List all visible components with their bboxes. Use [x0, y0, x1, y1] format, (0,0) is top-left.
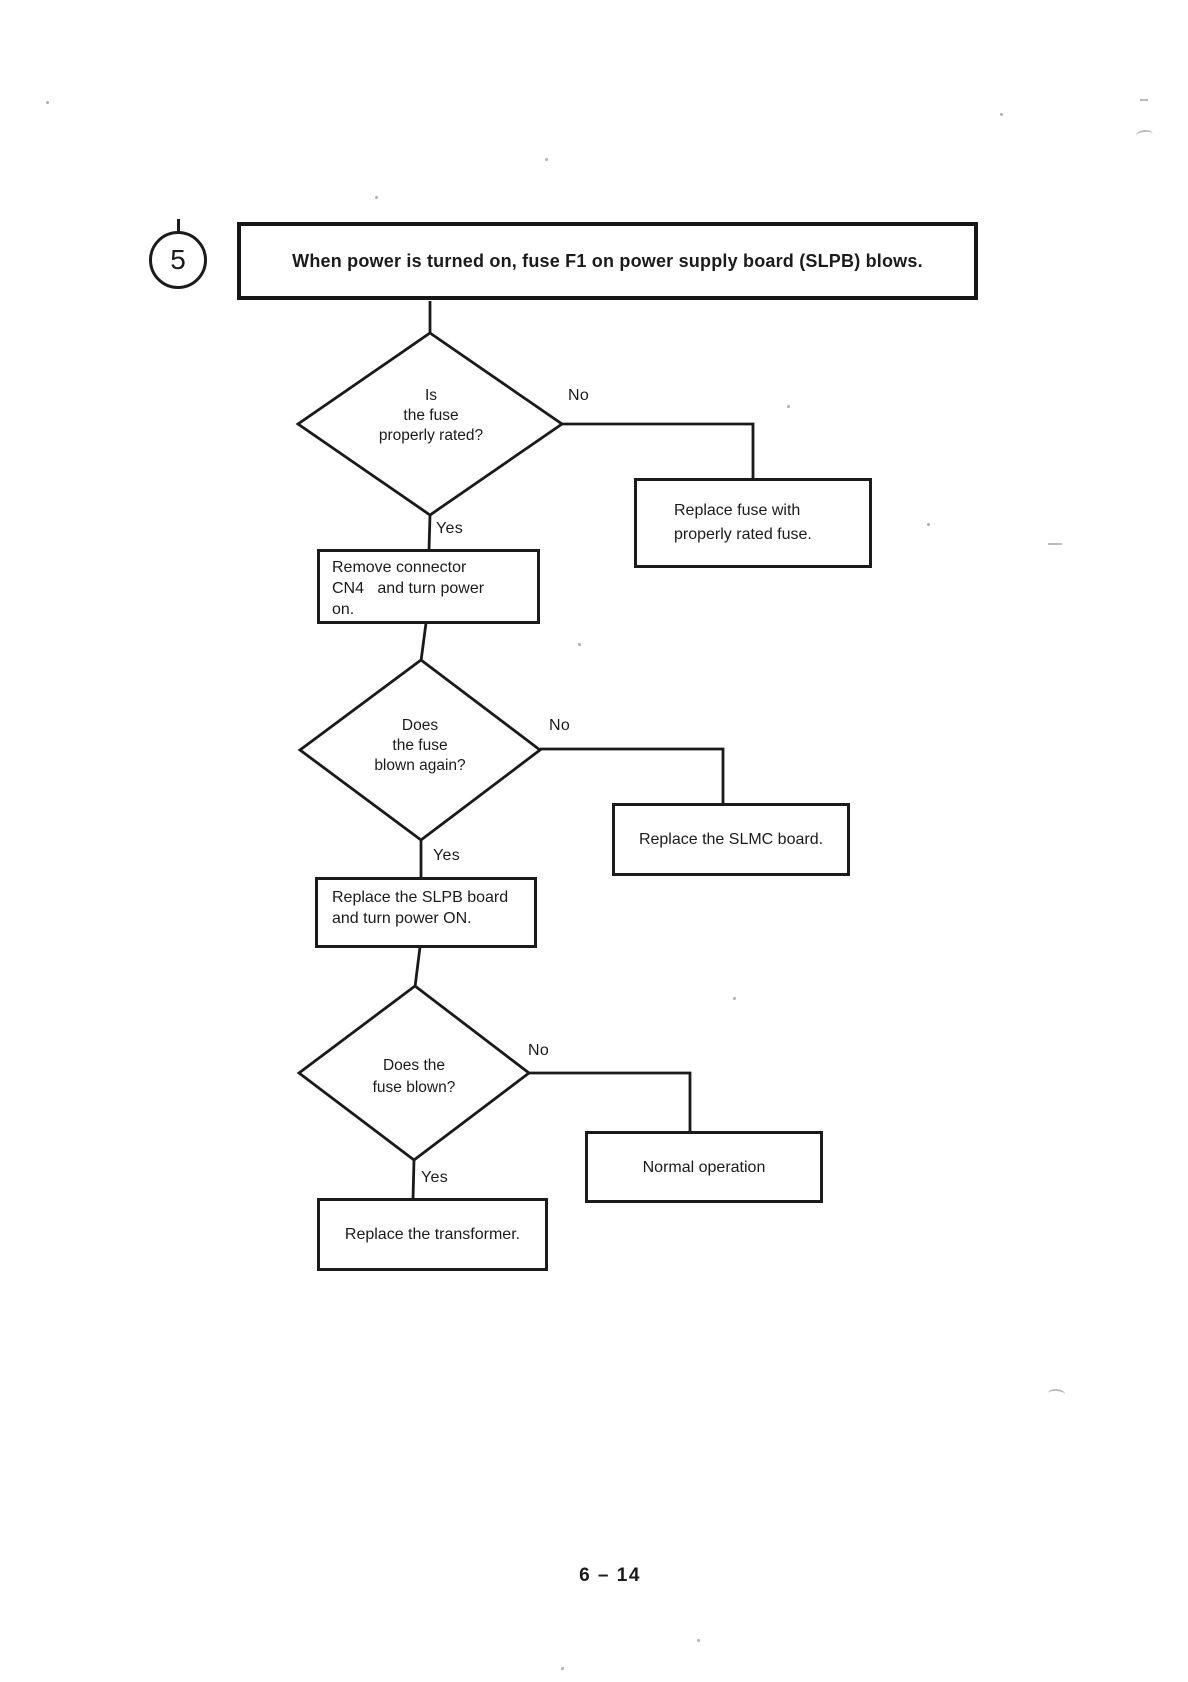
scan-speck [1000, 113, 1003, 116]
process-line: CN4 and turn power [332, 580, 485, 597]
label-no-d3: No [528, 1042, 550, 1059]
action-box-normal-operation: Normal operation [585, 1131, 823, 1203]
decision-text-fuse-rated: Is the fuse properly rated? [316, 386, 546, 446]
scan-speck [787, 405, 790, 408]
decision-line: properly rated? [378, 427, 484, 444]
decision-line: the fuse [392, 737, 448, 754]
scan-speck [561, 1667, 564, 1670]
process-box-replace-transformer: Replace the transformer. [317, 1198, 548, 1271]
scan-speck [46, 101, 49, 104]
process-box-remove-cn4: Remove connector CN4 and turn power on. [317, 549, 540, 624]
label-no-d2: No [549, 717, 571, 734]
problem-statement-text: When power is turned on, fuse F1 on powe… [292, 250, 923, 271]
scan-dash-mark [1048, 543, 1062, 545]
problem-statement-box: When power is turned on, fuse F1 on powe… [237, 222, 978, 300]
connector-d3-no [529, 1071, 692, 1132]
step-circle-tick [177, 219, 180, 233]
action-box-replace-slmc: Replace the SLMC board. [612, 803, 850, 876]
action-box-replace-fuse: Replace fuse with properly rated fuse. [634, 478, 872, 568]
connector-d3-yes [411, 1159, 416, 1200]
scan-speck [927, 523, 930, 526]
process-line: Remove connector [332, 559, 467, 576]
process-box-replace-slpb: Replace the SLPB board and turn power ON… [315, 877, 537, 948]
page-number: 6 – 14 [579, 1565, 641, 1586]
label-yes-d1: Yes [436, 520, 464, 537]
action-line: properly rated fuse. [674, 526, 812, 543]
action-line: Replace the SLMC board. [638, 831, 824, 848]
connector-slpb-to-d3 [413, 946, 422, 988]
decision-text-fuse-blown: Does the fuse blown? [299, 1055, 529, 1099]
action-line: Normal operation [642, 1158, 766, 1176]
connector-cn4-to-d2 [419, 622, 428, 662]
scan-speck [578, 643, 581, 646]
decision-text-fuse-blown-again: Does the fuse blown again? [305, 716, 535, 776]
decision-line: Does [401, 717, 439, 734]
step-number: 5 [170, 244, 186, 275]
process-line: and turn power ON. [332, 910, 472, 927]
scan-dash-mark [1140, 99, 1148, 101]
label-yes-d3: Yes [421, 1169, 449, 1186]
decision-line: fuse blown? [372, 1079, 456, 1096]
process-line: Replace the transformer. [344, 1226, 521, 1243]
scan-speck [545, 158, 548, 161]
process-line: Replace the SLPB board [332, 889, 509, 906]
connector-d2-no [540, 747, 725, 804]
connector-d1-no [562, 422, 755, 479]
step-number-badge: 5 [149, 231, 207, 289]
decision-line: blown again? [374, 757, 466, 774]
process-line: on. [332, 601, 355, 618]
decision-line: Does the [382, 1057, 446, 1074]
label-yes-d2: Yes [433, 847, 461, 864]
scan-speck [697, 1639, 700, 1642]
label-no-d1: No [568, 387, 590, 404]
scan-speck [375, 196, 378, 199]
decision-line: the fuse [403, 407, 459, 424]
action-line: Replace fuse with [674, 502, 801, 519]
connector-d1-yes [427, 514, 432, 551]
decision-line: Is [424, 387, 438, 404]
scan-speck [733, 997, 736, 1000]
